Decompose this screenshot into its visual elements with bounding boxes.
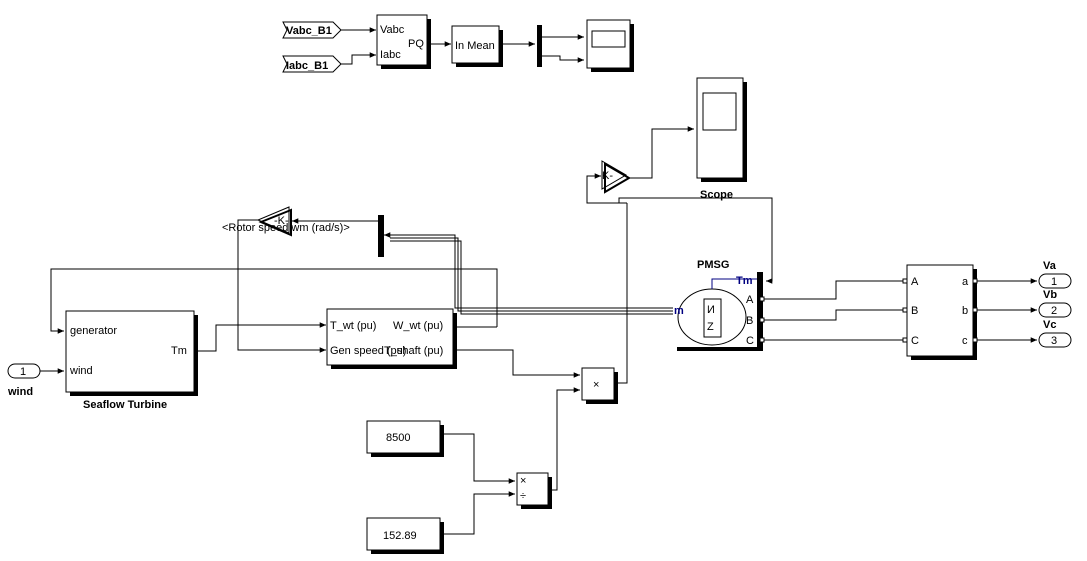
vi-out-c: c [962,335,968,347]
wire-iabc [341,52,376,65]
gain-rotor-label: -K- [274,215,289,227]
pmsg-rotor-glyph-2: Z [707,321,714,333]
shaft-in-genspeed: Gen speed (pu) [330,345,406,357]
mean-block[interactable]: In Mean [451,25,503,67]
constant-15289[interactable]: 152.89 [366,517,444,554]
vi-out-a: a [962,276,969,288]
shaft-in-twt: T_wt (pu) [330,320,376,332]
inport-wind-name: wind [7,386,33,398]
wire-phase-a [764,280,903,300]
vi-in-a: A [911,276,919,288]
wire-to-gain-scope [586,173,627,204]
goto-vabc-label: Vabc_B1 [286,25,332,37]
divide-sym-div: ÷ [520,490,526,502]
turbine-in-wind: wind [69,365,93,377]
vi-measurement-block[interactable]: A B C a b c [902,264,978,360]
shaft-block[interactable]: T_wt (pu) Gen speed (pu) W_wt (pu) T_sha… [326,308,457,369]
constant-8500-value: 8500 [386,432,410,444]
goto-vabc-tag[interactable]: Vabc_B1 [282,21,342,39]
mux-top[interactable] [537,25,542,67]
bus-selector[interactable] [378,215,384,257]
wire-phase-b [764,309,903,321]
outport-vb[interactable]: 2 Vb [1038,289,1072,318]
scope-name: Scope [700,189,733,201]
pmsg-rotor-glyph-1: И [707,304,715,316]
pmsg-name: PMSG [697,259,729,271]
product-symbol: × [593,379,599,391]
pmsg-tm-link [711,278,757,289]
constant-8500[interactable]: 8500 [366,420,444,457]
wire-15289 [440,491,515,535]
wire-gain-to-shaft [237,219,326,353]
vi-in-c: C [911,335,919,347]
outport-vb-num: 2 [1051,305,1057,317]
outport-va[interactable]: 1 Va [1038,260,1072,289]
pq-block[interactable]: Vabc Iabc PQ [376,14,431,69]
vi-in-b: B [911,305,918,317]
outport-vc[interactable]: 3 Vc [1038,319,1072,348]
constant-15289-value: 152.89 [383,530,417,542]
pmsg-block[interactable]: И Z PMSG Tm m A B C [674,259,765,351]
wire-pmsg-bus-1 [384,232,673,309]
wire-product-up [614,203,628,384]
mean-label: In Mean [455,40,495,52]
pmsg-m-label: m [674,305,684,317]
shaft-out-wwt: W_wt (pu) [393,320,443,332]
pmsg-b-label: B [746,315,753,327]
divide-block[interactable]: × ÷ [516,472,552,509]
pmsg-a-label: A [746,294,754,306]
divide-sym-mul: × [520,475,526,487]
wire-divide-to-product [548,387,580,491]
turbine-name: Seaflow Turbine [83,399,167,411]
vi-out-b: b [962,305,968,317]
gain-rotor[interactable]: -K- [256,206,292,237]
pq-in-iabc: Iabc [380,49,401,61]
pq-scope[interactable] [586,19,634,72]
inport-wind-num: 1 [20,366,26,378]
shaft-out-tshaft: T_shaft (pu) [384,345,443,357]
outport-vc-name: Vc [1043,319,1056,331]
pmsg-c-label: C [746,335,754,347]
main-scope[interactable]: Scope [696,77,747,201]
seaflow-turbine-block[interactable]: generator wind Tm Seaflow Turbine [65,310,198,411]
wire-gain-to-scope [627,126,694,179]
goto-iabc-label: Iabc_B1 [286,60,328,72]
inport-wind[interactable]: 1 wind [7,363,41,398]
wire-mux-out2 [542,55,584,63]
wire-pmsg-bus-3 [390,240,673,315]
turbine-in-generator: generator [70,325,117,337]
turbine-out-tm: Tm [171,345,187,357]
wire-to-pmsg-tm [618,197,773,284]
goto-iabc-tag[interactable]: Iabc_B1 [282,55,342,73]
gain-scope[interactable]: K- [601,160,631,194]
rotor-speed-label: <Rotor speed wm (rad/s)> [222,222,350,234]
pmsg-tm-label: Tm [736,275,753,287]
pq-out-label: PQ [408,38,424,50]
gain-scope-label: K- [602,170,613,182]
wire-speed-to-generator [50,268,498,334]
pq-in-vabc: Vabc [380,24,405,36]
wire-tshaft-to-product [453,349,580,378]
wire-tm-to-shaft [194,322,326,352]
wire-8500 [440,433,515,484]
product-block[interactable]: × [581,367,618,404]
outport-va-name: Va [1043,260,1057,272]
outport-vc-num: 3 [1051,335,1057,347]
outport-va-num: 1 [1051,276,1057,288]
wire-pmsg-bus-2 [390,237,673,312]
outport-vb-name: Vb [1043,289,1057,301]
